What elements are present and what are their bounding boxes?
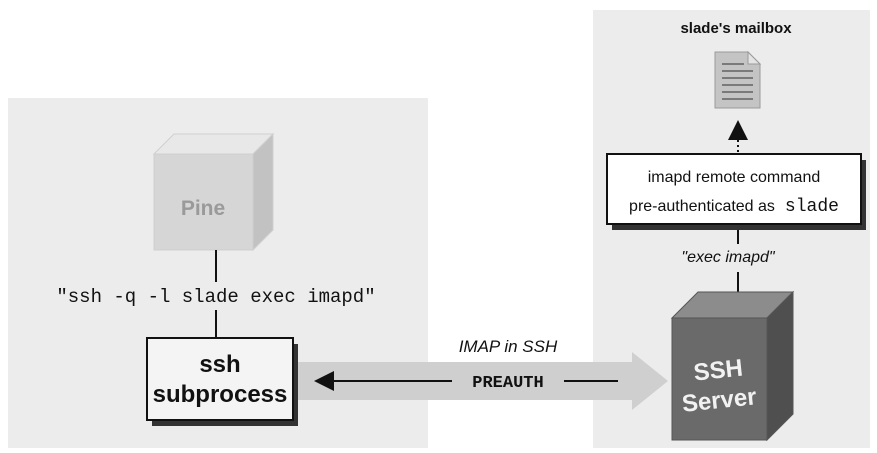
remote-command-line2-prefix: pre-authenticated as	[629, 198, 775, 215]
ssh-subprocess-box: ssh subprocess	[146, 337, 298, 426]
mailbox-document-icon	[714, 50, 762, 109]
pine-cube: Pine	[152, 132, 275, 252]
ssh-command-text: "ssh -q -l slade exec imapd"	[56, 286, 375, 308]
ssh-server-line1: SSH	[692, 355, 744, 387]
mailbox-label: slade's mailbox	[680, 20, 792, 37]
remote-command-line2: pre-authenticated as slade	[629, 197, 839, 217]
ssh-subprocess-line2: subprocess	[153, 381, 288, 408]
ssh-subprocess-line1: ssh	[199, 351, 240, 378]
preauth-label: PREAUTH	[472, 374, 543, 393]
remote-command-line1: imapd remote command	[648, 169, 821, 186]
remote-command-user: slade	[785, 197, 839, 217]
remote-command-box: imapd remote command pre-authenticated a…	[606, 153, 866, 230]
exec-imapd-label: "exec imapd"	[681, 249, 776, 266]
ssh-server-cube: SSH Server	[670, 290, 795, 442]
pine-label: Pine	[181, 197, 225, 220]
imap-in-ssh-label: IMAP in SSH	[459, 337, 558, 356]
imap-channel-band	[292, 352, 668, 410]
